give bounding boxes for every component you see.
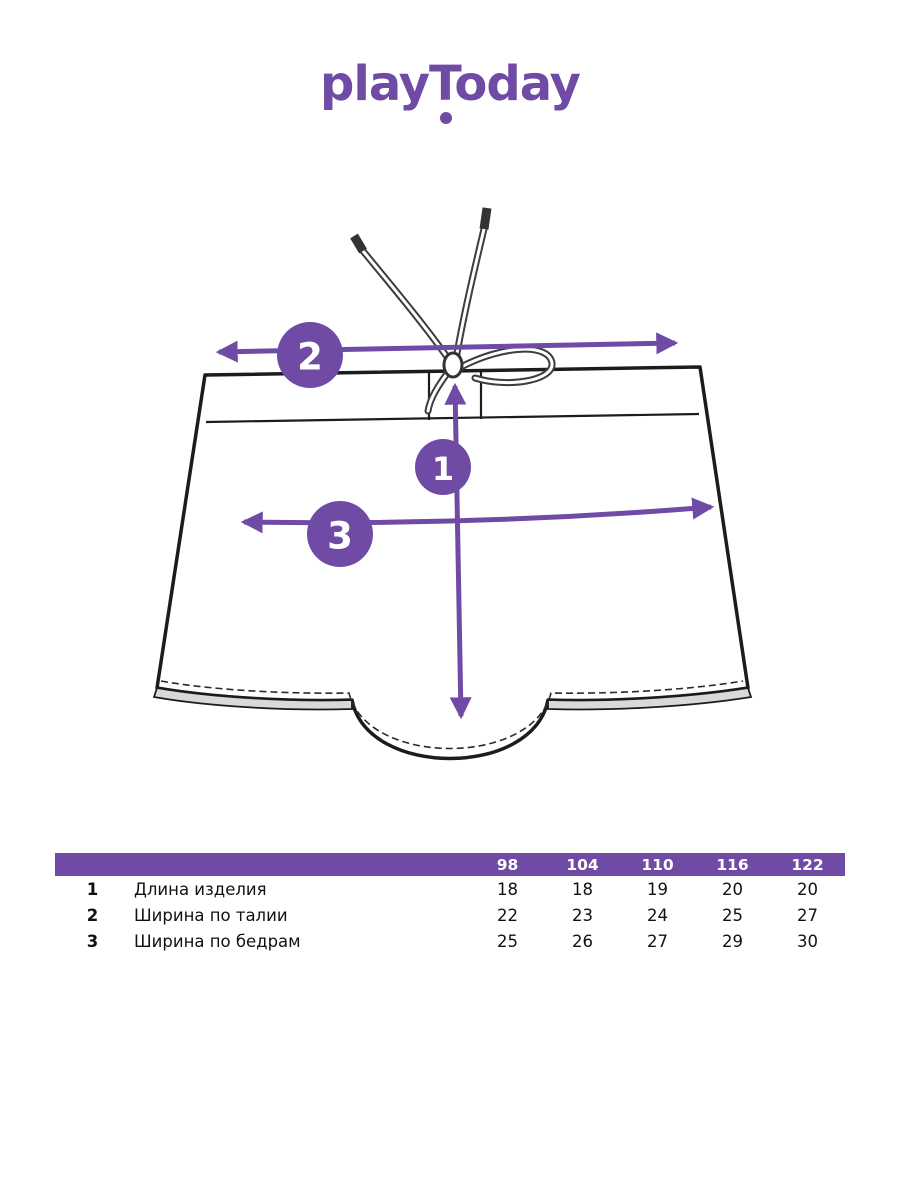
measurement-number: 2 xyxy=(86,905,99,925)
size-table-body: 1 Длина изделия 18 18 19 20 20 2 Ширина по талии… xyxy=(55,876,845,954)
size-column-header: 122 xyxy=(770,853,845,876)
measurement-row: 2 Ширина по талии 22 23 24 25 27 xyxy=(55,902,845,928)
measurement-label: Ширина по талии xyxy=(134,905,288,925)
measurement-value: 26 xyxy=(572,931,593,951)
left-hem-band xyxy=(152,686,353,711)
hem-stitch-line xyxy=(160,680,744,750)
measure-badge-3: 3 xyxy=(307,501,373,567)
brand-logo-dot-icon xyxy=(440,112,452,124)
measurement-number: 3 xyxy=(86,931,99,951)
measurement-value: 20 xyxy=(722,879,743,899)
measurement-row: 3 Ширина по бедрам 25 26 27 29 30 xyxy=(55,928,845,954)
measurement-row: 1 Длина изделия 18 18 19 20 20 xyxy=(55,876,845,902)
measurement-value: 27 xyxy=(797,905,818,925)
brand-logo-text: playToday xyxy=(320,56,581,112)
measure-badge-1-label: 1 xyxy=(432,450,454,488)
measurement-value: 18 xyxy=(572,879,593,899)
measure-badge-2-label: 2 xyxy=(297,336,323,379)
brand-logo: playToday xyxy=(0,56,900,136)
measurement-value: 19 xyxy=(647,879,668,899)
size-column-header: 98 xyxy=(470,853,545,876)
right-hem-band xyxy=(547,686,753,711)
measurement-label: Ширина по бедрам xyxy=(134,931,301,951)
drawstring-aglet-left xyxy=(350,233,367,254)
measurement-number: 1 xyxy=(86,879,99,899)
drawstring-aglet-right xyxy=(479,207,492,230)
size-column-header: 116 xyxy=(695,853,770,876)
measurement-value: 18 xyxy=(497,879,518,899)
measurement-label: Длина изделия xyxy=(134,879,267,899)
size-column-header: 110 xyxy=(620,853,695,876)
measurement-value: 25 xyxy=(497,931,518,951)
measurement-value: 27 xyxy=(647,931,668,951)
hip-width-arrow xyxy=(240,497,715,534)
measure-badge-1: 1 xyxy=(415,439,471,495)
size-header-spacer-label xyxy=(130,853,470,876)
shorts-measurement-diagram: 2 1 3 xyxy=(152,207,753,761)
length-arrow xyxy=(444,382,472,720)
measurement-value: 30 xyxy=(797,931,818,951)
drawstring-knot xyxy=(442,351,464,379)
measurement-value: 24 xyxy=(647,905,668,925)
measurement-value: 22 xyxy=(497,905,518,925)
measurement-value: 25 xyxy=(722,905,743,925)
measurement-value: 23 xyxy=(572,905,593,925)
measurement-value: 29 xyxy=(722,931,743,951)
size-column-header: 104 xyxy=(545,853,620,876)
measure-badge-2: 2 xyxy=(277,322,343,388)
measurement-value: 20 xyxy=(797,879,818,899)
measure-badge-3-label: 3 xyxy=(327,515,353,558)
size-header-spacer-num xyxy=(55,853,130,876)
